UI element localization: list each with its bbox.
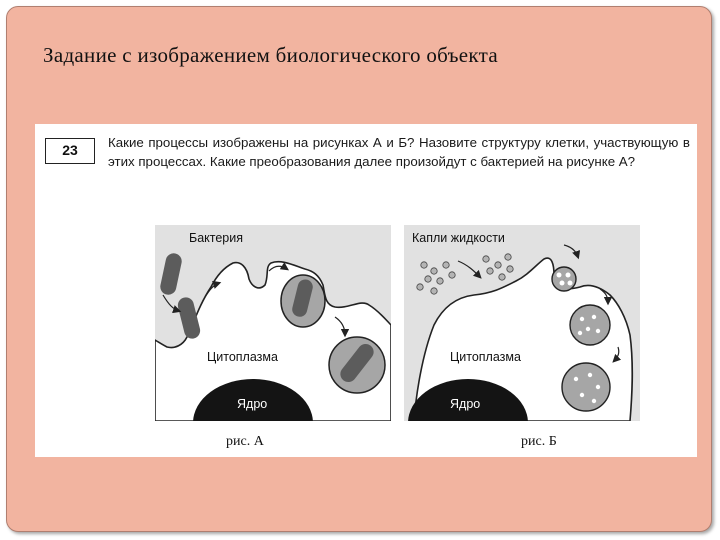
slide: Задание с изображением биологического об… [6,6,712,532]
slide-title: Задание с изображением биологического об… [43,43,498,67]
nucleus [193,379,313,421]
bacterium-label: Бактерия [189,231,244,245]
nucleus-label: Ядро [450,397,481,411]
figure-b-caption: рис. Б [521,434,557,449]
nucleus [408,379,528,421]
bacterium [177,297,201,339]
task-card: 23 Какие процессы изображены на рисунках… [35,124,697,457]
figure-a-caption: рис. А [226,434,264,449]
liquid-droplets [416,253,514,295]
nucleus-label: Ядро [237,397,268,411]
cytoplasm-label: Цитоплазма [450,350,521,364]
pinosome [561,362,611,412]
figure-a-drawing [155,253,391,421]
task-question: Какие процессы изображены на рисунках А … [108,135,690,169]
movement-arrow [599,288,613,306]
pinocytic-vesicle [551,266,577,292]
figure-a-panel: Бактерия Цитоплазма Ядро [155,225,391,421]
task-number: 23 [45,138,95,164]
cytoplasm-label: Цитоплазма [207,350,278,364]
bacterium [292,279,313,317]
bacterium [340,343,374,383]
movement-arrow [334,316,350,338]
movement-arrow [204,280,222,298]
movement-arrow [268,262,289,272]
pinosome [569,304,611,346]
movement-arrow [457,260,482,279]
movement-arrow [563,244,581,260]
figure-b-drawing [408,244,634,421]
droplets-label: Капли жидкости [412,231,505,245]
cell-membrane [155,260,391,421]
bacterium [160,253,182,295]
movement-arrow [612,346,622,363]
movement-arrow [162,294,182,314]
figure-b-panel: Капли жидкости Цитоплазма Ядро [404,225,640,421]
